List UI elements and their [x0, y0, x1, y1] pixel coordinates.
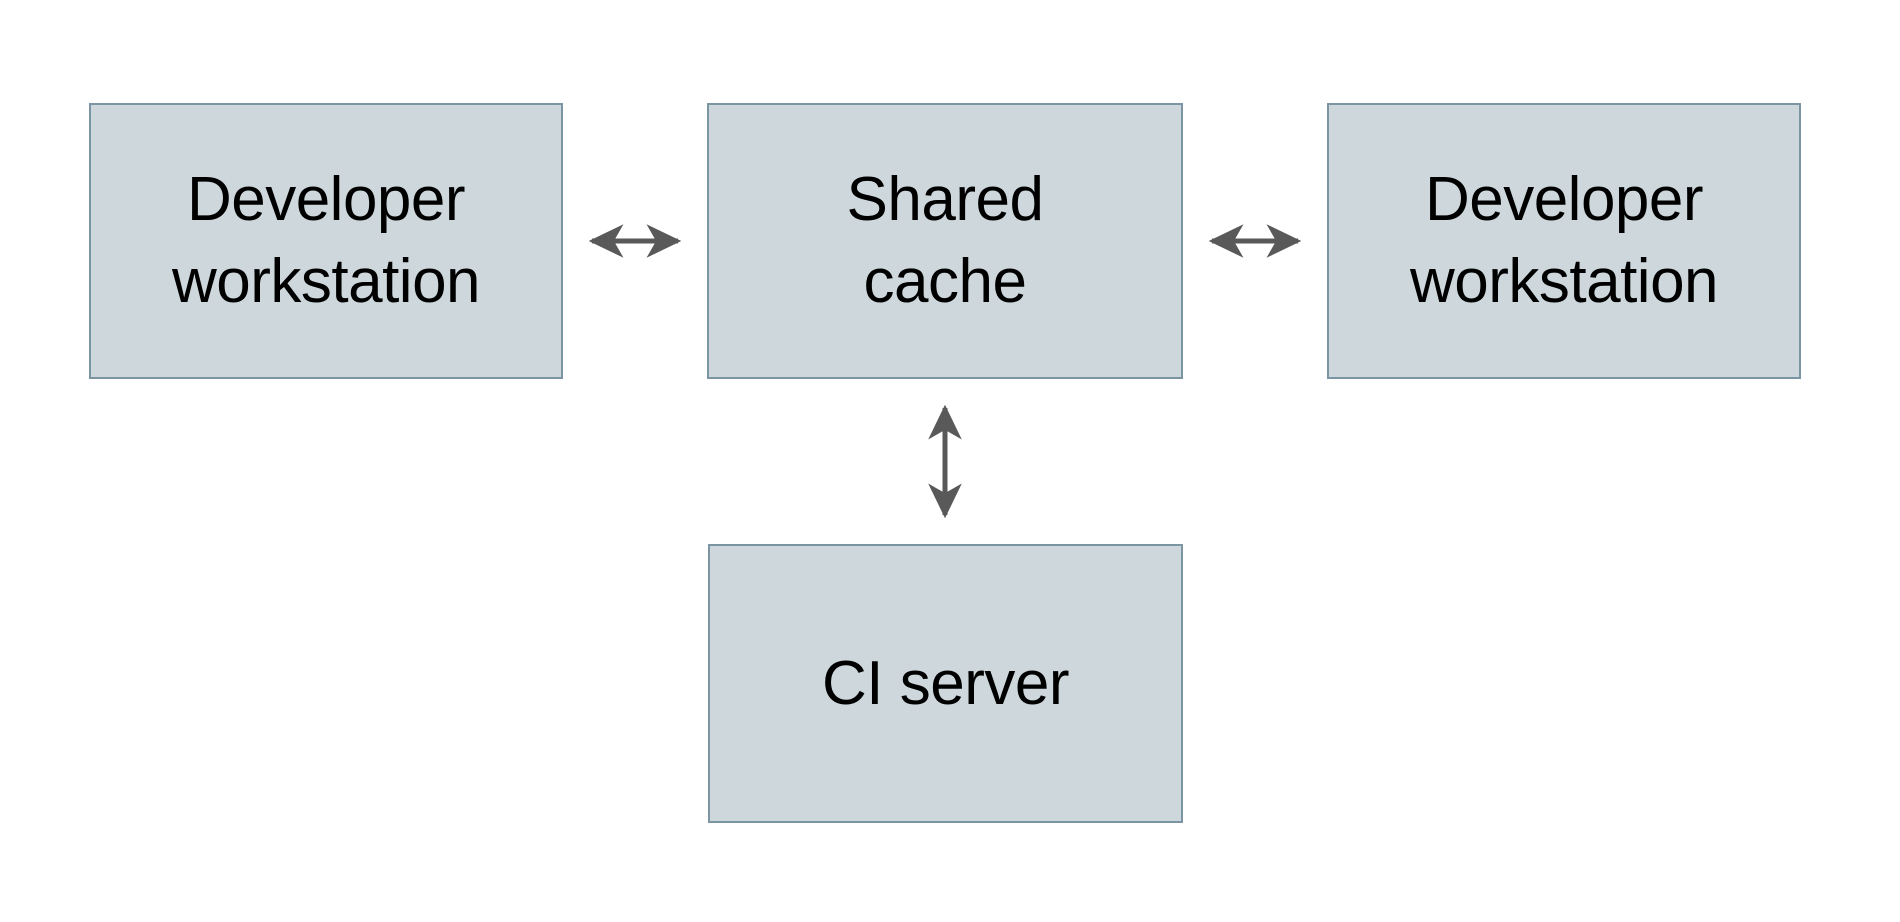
- node-label: Shared cache: [846, 165, 1044, 316]
- node-label: CI server: [822, 648, 1069, 718]
- node-label: Developer workstation: [171, 165, 481, 316]
- node-label: Developer workstation: [1409, 165, 1719, 316]
- node-developer-workstation-left[interactable]: Developer workstation: [89, 103, 563, 379]
- node-developer-workstation-right[interactable]: Developer workstation: [1327, 103, 1801, 379]
- node-shared-cache[interactable]: Shared cache: [707, 103, 1183, 379]
- node-ci-server[interactable]: CI server: [708, 544, 1183, 823]
